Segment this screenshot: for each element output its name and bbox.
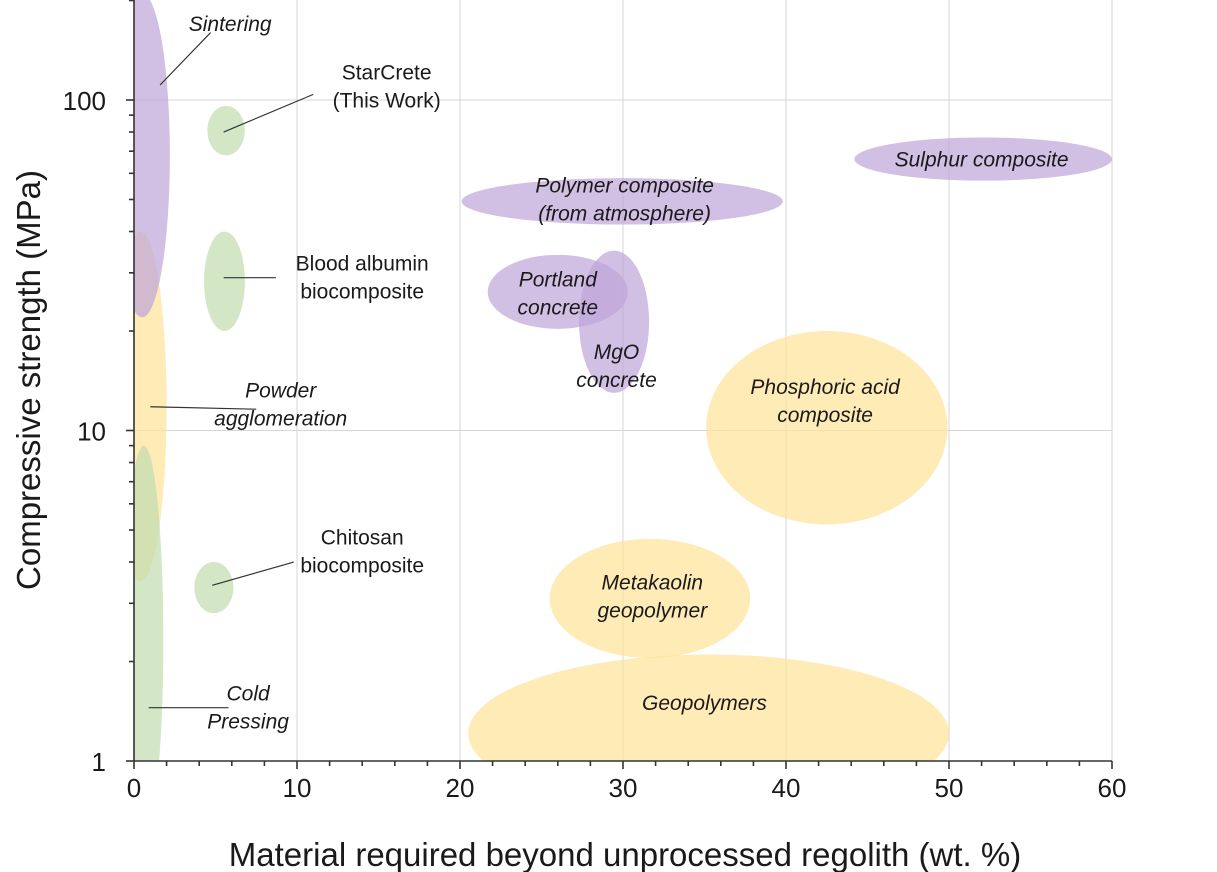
region-12: [854, 137, 1112, 181]
leader-lines: [148, 32, 314, 709]
region-label-line: StarCrete: [342, 61, 432, 84]
region-label-line: biocomposite: [300, 555, 424, 578]
region-6: [204, 231, 245, 332]
region-label-9: Portland concrete: [518, 268, 599, 319]
region-label-line: composite: [777, 404, 873, 427]
region-label-line: biocomposite: [300, 281, 424, 304]
region-label-line: geopolymer: [597, 599, 708, 622]
region-label-10: MgO concrete: [576, 341, 657, 392]
region-label-line: Blood albumin: [296, 253, 429, 276]
region-label-1: Metakaolin geopolymer: [597, 571, 708, 622]
region-label-line: MgO: [594, 341, 640, 364]
region-label-line: Geopolymers: [642, 692, 767, 715]
region-label-0: Geopolymers: [642, 692, 767, 715]
region-label-line: Cold: [226, 683, 271, 706]
region-5: [194, 562, 234, 614]
region-labels: Geopolymers Metakaolin geopolymer Phosphori…: [189, 13, 1069, 734]
region-1: [549, 538, 751, 658]
x-tick-label-30: 30: [609, 773, 638, 803]
y-tick-label-100: 100: [63, 86, 106, 116]
x-tick-label-50: 50: [935, 773, 964, 803]
region-label-line: Pressing: [207, 711, 289, 734]
y-tick-label-10: 10: [77, 417, 106, 447]
region-label-5: Chitosan biocomposite: [300, 527, 424, 578]
region-label-line: concrete: [518, 296, 599, 319]
region-label-line: Portland: [519, 268, 599, 291]
region-11: [461, 178, 783, 225]
leader-line-3: [150, 406, 257, 410]
axes: [126, 0, 1113, 769]
region-label-line: concrete: [576, 369, 657, 392]
region-label-11: Polymer composite (from atmosphere): [535, 174, 714, 225]
x-tick-label-10: 10: [283, 773, 312, 803]
region-2: [706, 331, 948, 525]
region-label-6: Blood albumin biocomposite: [296, 253, 429, 304]
x-tick-label-0: 0: [127, 773, 141, 803]
region-10: [578, 250, 650, 393]
region-label-line: Metakaolin: [602, 571, 704, 594]
region-label-line: (This Work): [333, 89, 441, 112]
x-axis-title: Material required beyond unprocessed reg…: [229, 836, 1021, 872]
tick-labels: 0 10 20 30 40 50 60 1 10 100: [63, 86, 1127, 803]
leader-line-8: [159, 32, 212, 86]
region-label-line: Sulphur composite: [895, 149, 1069, 172]
regions: [134, 0, 1112, 761]
region-label-3: Powder agglomeration: [214, 379, 347, 430]
region-label-line: (from atmosphere): [538, 202, 711, 225]
region-label-7: StarCrete (This Work): [333, 61, 441, 112]
region-label-line: Sintering: [189, 13, 272, 36]
region-8: [134, 0, 170, 318]
leader-line-5: [212, 561, 294, 586]
region-label-line: Phosphoric acid: [750, 376, 901, 399]
region-label-line: Polymer composite: [535, 174, 714, 197]
x-tick-label-20: 20: [446, 773, 475, 803]
region-label-line: Chitosan: [321, 527, 404, 550]
region-4: [134, 445, 164, 761]
y-tick-label-1: 1: [92, 747, 106, 777]
region-label-8: Sintering: [189, 13, 272, 36]
y-axis-title: Compressive strength (MPa): [10, 170, 47, 590]
x-tick-label-60: 60: [1098, 773, 1127, 803]
region-label-2: Phosphoric acid composite: [750, 376, 901, 427]
region-label-line: Powder: [245, 379, 317, 402]
region-label-line: agglomeration: [214, 407, 347, 430]
x-tick-label-40: 40: [772, 773, 801, 803]
region-label-12: Sulphur composite: [895, 149, 1069, 172]
region-0: [468, 654, 949, 761]
leader-line-7: [223, 93, 314, 133]
